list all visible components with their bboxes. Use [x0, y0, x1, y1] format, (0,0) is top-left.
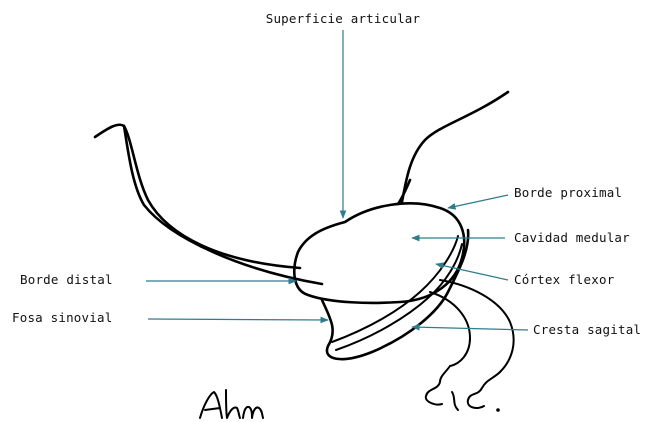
- label-fosa-sinovial: Fosa sinovial: [12, 310, 112, 325]
- squiggle-2: [468, 372, 500, 408]
- label-cortex-flexor: Córtex flexor: [514, 272, 615, 287]
- upper-shaft-outer-line: [95, 125, 300, 268]
- signature: [200, 390, 263, 418]
- label-borde-distal: Borde distal: [20, 272, 113, 287]
- leader-borde-proximal: [448, 195, 508, 208]
- lower-crest-outline: [322, 230, 468, 359]
- label-cresta-sagital: Cresta sagital: [533, 322, 641, 337]
- labels: Superficie articular Borde proximal Cavi…: [12, 11, 641, 337]
- label-superficie-articular: Superficie articular: [266, 11, 421, 26]
- label-borde-proximal: Borde proximal: [514, 185, 622, 200]
- squiggle-1: [426, 366, 450, 405]
- right-shaft-line: [402, 92, 508, 202]
- leader-lines: [146, 30, 528, 330]
- label-cavidad-medular: Cavidad medular: [514, 230, 630, 245]
- squiggle-3: [452, 392, 458, 410]
- right-lower-tendon-1: [440, 280, 514, 372]
- squiggle-dot: [496, 408, 500, 412]
- leader-fosa-sinovial: [148, 319, 328, 320]
- right-lower-tendon-2: [430, 292, 470, 366]
- upper-shaft-inner-line: [124, 126, 322, 284]
- bone-sketch: [95, 92, 514, 412]
- right-shaft-inner-line: [398, 180, 410, 204]
